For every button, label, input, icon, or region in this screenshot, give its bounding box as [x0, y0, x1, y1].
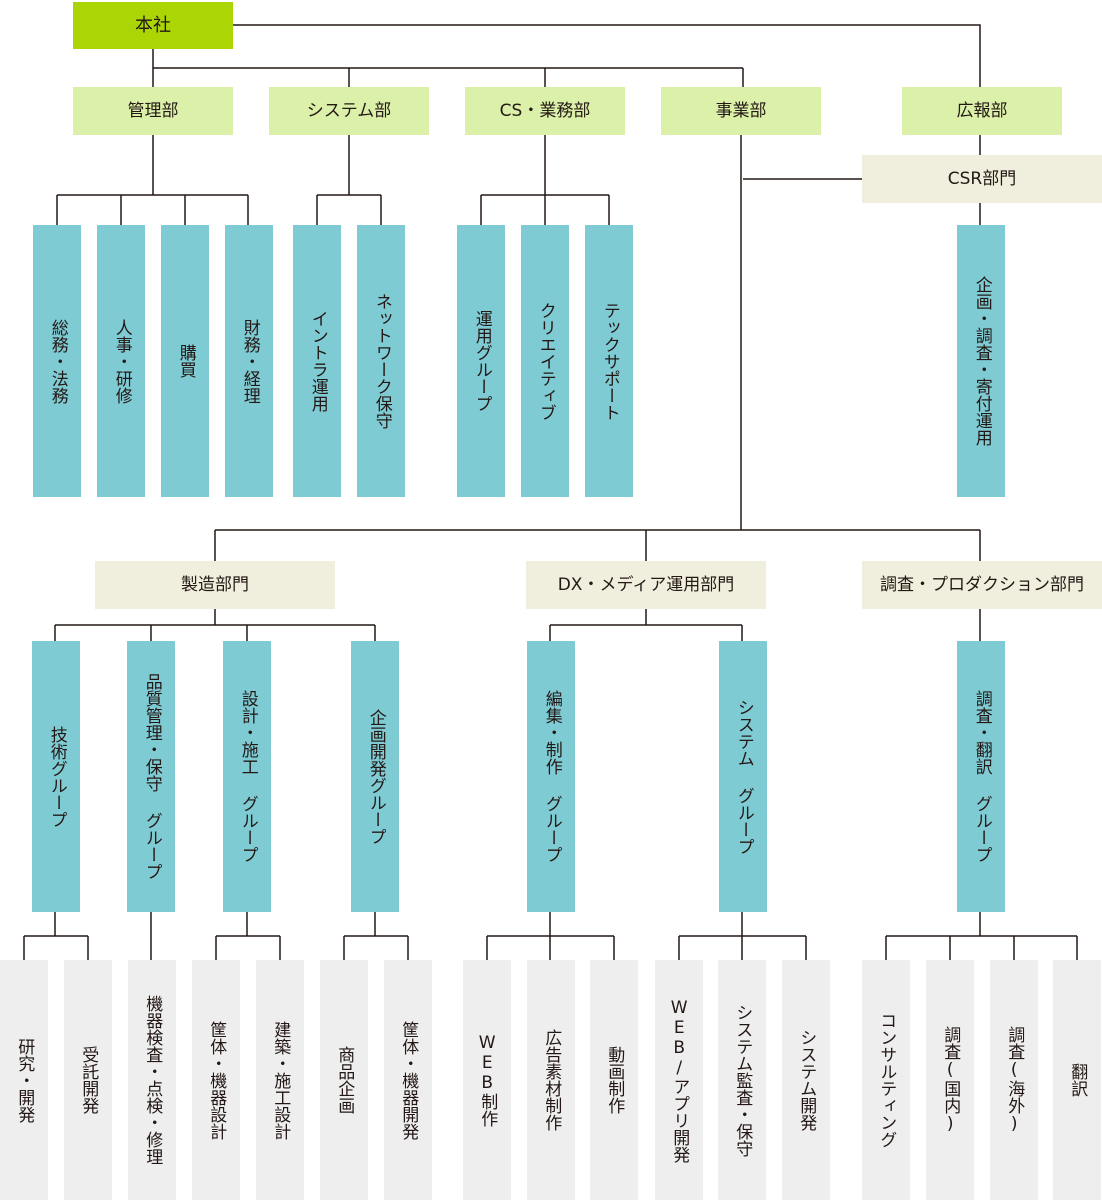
node-techsupport-label: テックサポート [599, 301, 620, 421]
node-network: ネットワーク保守 [357, 225, 405, 497]
node-kyotai-kaihatsu: 筐体・機器開発 [384, 960, 432, 1200]
node-kokoku: 広告素材制作 [527, 960, 575, 1200]
node-seizo-label: 製造部門 [181, 574, 249, 595]
node-jinji: 人事・研修 [97, 225, 145, 497]
node-cs-label: CS・業務部 [499, 100, 591, 121]
node-koho: 広報部 [902, 87, 1062, 135]
node-sekkei: 設計・施工 グループ [223, 641, 271, 912]
node-chosa-kaigai-label: 調査(海外) [1004, 1026, 1025, 1134]
node-kenkyu-label: 研究・開発 [14, 1037, 35, 1123]
node-kenkyu: 研究・開発 [0, 960, 48, 1200]
node-kikaku-label: 企画開発グループ [365, 708, 386, 845]
node-kyotai-sekkei: 筐体・機器設計 [192, 960, 240, 1200]
node-webapp: WEB/アプリ開発 [655, 960, 703, 1200]
node-kikaku-chosa: 企画・調査・寄付運用 [957, 225, 1005, 497]
node-kenchiku-label: 建築・施工設計 [270, 1020, 291, 1140]
node-hinshitsu-label: 品質管理・保守 グループ [141, 673, 162, 880]
node-jigyo: 事業部 [661, 87, 821, 135]
node-jinji-label: 人事・研修 [111, 318, 132, 404]
node-dx-label: DX・メディア運用部門 [557, 574, 735, 595]
node-jutaku-label: 受託開発 [78, 1046, 99, 1114]
node-chosa-kaigai: 調査(海外) [990, 960, 1038, 1200]
node-zaimu-label: 財務・経理 [239, 318, 260, 404]
node-system-grp-label: システム グループ [733, 698, 754, 855]
node-kiki-kensa: 機器検査・点検・修理 [128, 960, 176, 1200]
node-web: WEB制作 [463, 960, 511, 1200]
node-somu-label: 総務・法務 [47, 318, 68, 404]
node-kenchiku: 建築・施工設計 [256, 960, 304, 1200]
node-kanri-label: 管理部 [127, 100, 179, 121]
node-techsupport: テックサポート [585, 225, 633, 497]
node-kikaku: 企画開発グループ [351, 641, 399, 912]
line-hq-koho [233, 24, 981, 87]
node-system-dept: システム部 [269, 87, 429, 135]
node-system-grp: システム グループ [719, 641, 767, 912]
node-kiki-kensa-label: 機器検査・点検・修理 [142, 995, 163, 1165]
node-henshu-label: 編集・制作 グループ [541, 690, 562, 863]
node-hq-label: 本社 [135, 14, 171, 36]
node-kansa-label: システム監査・保守 [732, 1003, 753, 1157]
node-syskaihatsu-label: システム開発 [796, 1029, 817, 1131]
node-consulting-label: コンサルティング [876, 1012, 897, 1148]
node-unyo-label: 運用グループ [471, 310, 492, 412]
node-doga: 動画制作 [590, 960, 638, 1200]
node-cs: CS・業務部 [465, 87, 625, 135]
node-gijutsu-label: 技術グループ [46, 725, 67, 828]
node-dx: DX・メディア運用部門 [526, 561, 766, 609]
node-shohin: 商品企画 [320, 960, 368, 1200]
node-intra-label: イントラ運用 [307, 310, 328, 412]
node-chosa-kokunai: 調査(国内) [926, 960, 974, 1200]
node-chosa-grp-label: 調査・翻訳 グループ [971, 690, 992, 863]
node-kobai-label: 購買 [175, 344, 196, 378]
node-honyaku: 翻訳 [1053, 960, 1101, 1200]
node-chosa-div-label: 調査・プロダクション部門 [880, 574, 1084, 595]
node-shohin-label: 商品企画 [334, 1046, 355, 1114]
node-zaimu: 財務・経理 [225, 225, 273, 497]
node-consulting: コンサルティング [862, 960, 910, 1200]
node-webapp-label: WEB/アプリ開発 [669, 997, 690, 1163]
node-system-dept-label: システム部 [306, 100, 392, 121]
node-web-label: WEB制作 [477, 1033, 498, 1127]
node-somu: 総務・法務 [33, 225, 81, 497]
node-csr-label: CSR部門 [947, 168, 1017, 189]
node-creative: クリエイティブ [521, 225, 569, 497]
node-kyotai-kaihatsu-label: 筐体・機器開発 [398, 1020, 419, 1140]
node-jigyo-label: 事業部 [715, 100, 767, 121]
node-kokoku-label: 広告素材制作 [541, 1029, 562, 1131]
node-henshu: 編集・制作 グループ [527, 641, 575, 912]
node-intra: イントラ運用 [293, 225, 341, 497]
node-unyo: 運用グループ [457, 225, 505, 497]
node-gijutsu: 技術グループ [32, 641, 80, 912]
node-jutaku: 受託開発 [64, 960, 112, 1200]
node-seizo: 製造部門 [95, 561, 335, 609]
node-hq: 本社 [73, 2, 233, 49]
node-sekkei-label: 設計・施工 グループ [237, 690, 258, 863]
node-chosa-kokunai-label: 調査(国内) [940, 1026, 961, 1134]
node-csr: CSR部門 [862, 155, 1102, 203]
node-doga-label: 動画制作 [604, 1046, 625, 1114]
node-kobai: 購買 [161, 225, 209, 497]
node-kikaku-chosa-label: 企画・調査・寄付運用 [971, 276, 992, 446]
node-koho-label: 広報部 [956, 100, 1008, 121]
node-kyotai-sekkei-label: 筐体・機器設計 [206, 1020, 227, 1140]
node-honyaku-label: 翻訳 [1067, 1063, 1088, 1097]
node-chosa-div: 調査・プロダクション部門 [862, 561, 1102, 609]
node-hinshitsu: 品質管理・保守 グループ [127, 641, 175, 912]
node-kanri: 管理部 [73, 87, 233, 135]
node-kansa: システム監査・保守 [718, 960, 766, 1200]
node-network-label: ネットワーク保守 [371, 293, 392, 429]
node-creative-label: クリエイティブ [535, 301, 556, 421]
node-chosa-grp: 調査・翻訳 グループ [957, 641, 1005, 912]
node-syskaihatsu: システム開発 [782, 960, 830, 1200]
